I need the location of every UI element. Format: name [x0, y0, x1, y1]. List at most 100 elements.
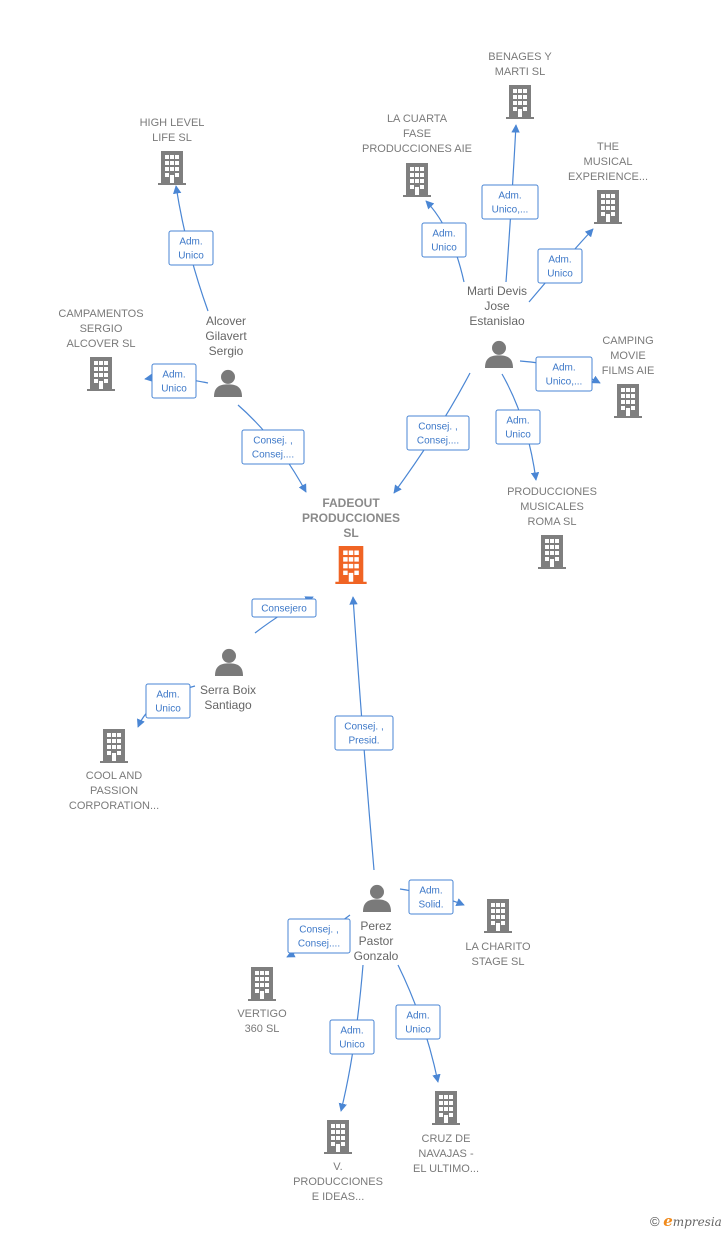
company-label: THE: [597, 141, 619, 153]
edge-label-text: Consej. ,: [344, 722, 383, 733]
edge-label-text: Adm.: [506, 416, 529, 427]
edge-label-text: Adm.: [432, 229, 455, 240]
building-icon: [594, 190, 622, 224]
edge-label-marti-focus[interactable]: Consej. ,Consej....: [406, 415, 470, 451]
edge-label-box: [287, 918, 351, 954]
edge-label-text: Adm.: [179, 237, 202, 248]
company-node-musical[interactable]: THEMUSICALEXPERIENCE...: [568, 141, 648, 224]
edge-label-text: Adm.: [406, 1011, 429, 1022]
edge-label-perez-focus[interactable]: Consej. , Presid.: [334, 715, 394, 751]
building-icon: [335, 546, 367, 584]
edge-label-serra-focus[interactable]: Consejero: [251, 598, 317, 618]
edge-label-marti-roma[interactable]: Adm.Unico: [495, 409, 541, 445]
edge-label-perez-vertigo[interactable]: Consej. ,Consej....: [287, 918, 351, 954]
edge-label-marti-musical[interactable]: Adm.Unico: [537, 248, 583, 284]
edge-label-text: Unico: [431, 243, 457, 254]
edge-label-text: Solid.: [418, 900, 443, 911]
company-node-camping[interactable]: CAMPING MOVIE FILMS AIE: [602, 335, 655, 418]
edge-label-alcover-focus[interactable]: Consej. ,Consej....: [241, 429, 305, 465]
person-label: Sergio: [209, 344, 244, 358]
footer-brand: © empresia: [650, 1212, 722, 1230]
edge-label-box: [537, 248, 583, 284]
person-label: Estanislao: [469, 314, 525, 328]
edge-label-text: Adm.: [419, 886, 442, 897]
building-icon: [158, 151, 186, 185]
company-label: V.: [333, 1161, 342, 1173]
building-icon: [614, 384, 642, 418]
edge-label-box: [145, 683, 191, 719]
company-label: E IDEAS...: [312, 1191, 365, 1203]
company-label: EL ULTIMO...: [413, 1163, 479, 1175]
person-label: Santiago: [204, 698, 252, 712]
edge-label-text: Adm.: [498, 191, 521, 202]
person-icon: [215, 648, 243, 676]
edge-label-text: Unico,...: [546, 377, 583, 388]
edge-label-box: [251, 598, 317, 618]
edge-label-perez-vproducciones[interactable]: Adm.Unico: [329, 1019, 375, 1055]
edge-label-perez-charito[interactable]: Adm. Solid.: [408, 879, 454, 915]
person-label: Gonzalo: [354, 949, 399, 963]
person-icon: [485, 340, 513, 368]
company-label: FASE: [403, 128, 431, 140]
company-label: LA CHARITO: [465, 941, 531, 953]
edge-label-text: Unico: [155, 704, 181, 715]
company-label: CAMPAMENTOS: [58, 308, 143, 320]
building-icon: [403, 163, 431, 197]
company-label: SERGIO: [80, 323, 123, 335]
edge-label-alcover-campamentos[interactable]: Adm.Unico: [151, 363, 197, 399]
company-node-cool[interactable]: COOL ANDPASSIONCORPORATION...: [69, 729, 159, 812]
building-icon: [100, 729, 128, 763]
edge-label-marti-camping[interactable]: Adm.Unico,...: [535, 356, 593, 392]
edge-label-text: Unico: [178, 251, 204, 262]
company-label: ROMA SL: [528, 516, 577, 528]
company-label: FILMS AIE: [602, 365, 655, 377]
company-label: MARTI SL: [495, 66, 546, 78]
person-label: Perez: [360, 919, 391, 933]
edge-label-marti-cuarta[interactable]: Adm. Unico: [421, 222, 467, 258]
company-label: MOVIE: [610, 350, 645, 362]
company-label: PRODUCCIONES: [507, 486, 597, 498]
company-node-cuarta[interactable]: LA CUARTA FASE PRODUCCIONES AIE: [362, 113, 472, 197]
edge-label-marti-benages[interactable]: Adm.Unico,...: [481, 184, 539, 220]
company-label: PRODUCCIONES: [302, 511, 400, 525]
company-label: LA CUARTA: [387, 113, 448, 125]
building-icon: [248, 967, 276, 1001]
edge-label-perez-navajas[interactable]: Adm.Unico: [395, 1004, 441, 1040]
company-label: COOL AND: [86, 770, 142, 782]
empresia-logo[interactable]: empresia: [663, 1212, 722, 1230]
person-label: Jose: [484, 299, 510, 313]
company-label: 360 SL: [245, 1023, 280, 1035]
edge-label-box: [421, 222, 467, 258]
company-label: CAMPING: [602, 335, 653, 347]
person-label: Serra Boix: [200, 683, 256, 697]
edge-label-box: [408, 879, 454, 915]
edge-label-text: Consej....: [298, 939, 340, 950]
person-label: Marti Devis: [467, 284, 527, 298]
edge-label-alcover-highlevel[interactable]: Adm. Unico: [168, 230, 214, 266]
edge-label-text: Presid.: [348, 736, 379, 747]
building-icon: [324, 1120, 352, 1154]
edge-label-box: [406, 415, 470, 451]
building-icon: [432, 1091, 460, 1125]
edge-label-text: Adm.: [162, 370, 185, 381]
copyright-icon: ©: [650, 1214, 660, 1229]
company-label: PRODUCCIONES AIE: [362, 143, 472, 155]
building-icon: [506, 85, 534, 119]
edge-label-serra-cool[interactable]: Adm.Unico: [145, 683, 191, 719]
edge-label-box: [495, 409, 541, 445]
company-label: MUSICAL: [584, 156, 633, 168]
building-icon: [87, 357, 115, 391]
